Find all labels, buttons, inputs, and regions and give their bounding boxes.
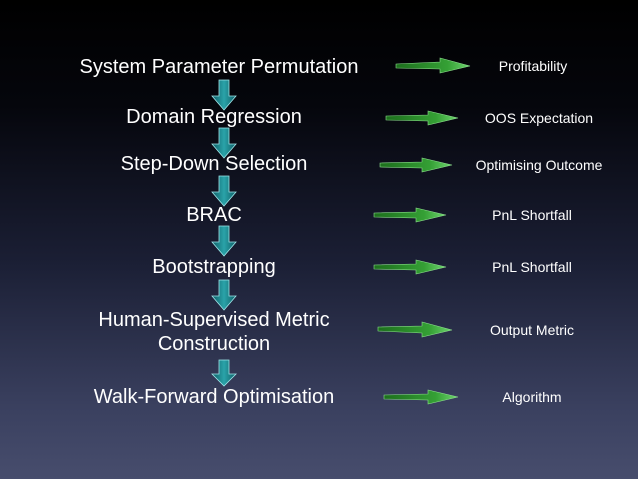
outcome-oos-expectation: OOS Expectation [484,110,594,126]
down-arrow-6 [211,359,237,387]
right-arrow-2 [385,110,459,126]
step-brac: BRAC [186,204,242,226]
step-walk-forward-optimisation: Walk-Forward Optimisation [93,386,335,408]
down-arrow-4 [211,225,237,257]
right-arrow-3 [379,157,453,173]
down-arrow-5 [211,279,237,311]
right-arrow-4 [373,207,447,223]
down-arrow-2 [211,127,237,159]
outcome-output-metric: Output Metric [489,322,575,338]
right-arrow-5 [373,259,447,275]
step-domain-regression: Domain Regression [126,106,302,128]
down-arrow-1 [211,79,237,111]
outcome-profitability: Profitability [498,58,568,74]
outcome-pnl-shortfall-2: PnL Shortfall [492,259,572,275]
step-bootstrapping: Bootstrapping [152,256,276,278]
step-system-parameter-permutation: System Parameter Permutation [79,56,359,78]
outcome-algorithm: Algorithm [502,389,562,405]
outcome-pnl-shortfall-1: PnL Shortfall [492,207,572,223]
right-arrow-6 [377,321,453,338]
step-step-down-selection: Step-Down Selection [120,153,308,175]
step-line-2: Construction [157,333,271,355]
right-arrow-1 [395,57,471,74]
down-arrow-3 [211,175,237,207]
outcome-optimising-outcome: Optimising Outcome [475,157,603,173]
right-arrow-7 [383,389,459,405]
step-human-supervised-metric-construction: Human-Supervised Metric Construction [98,308,329,356]
step-line-1: Human-Supervised Metric [98,309,330,331]
